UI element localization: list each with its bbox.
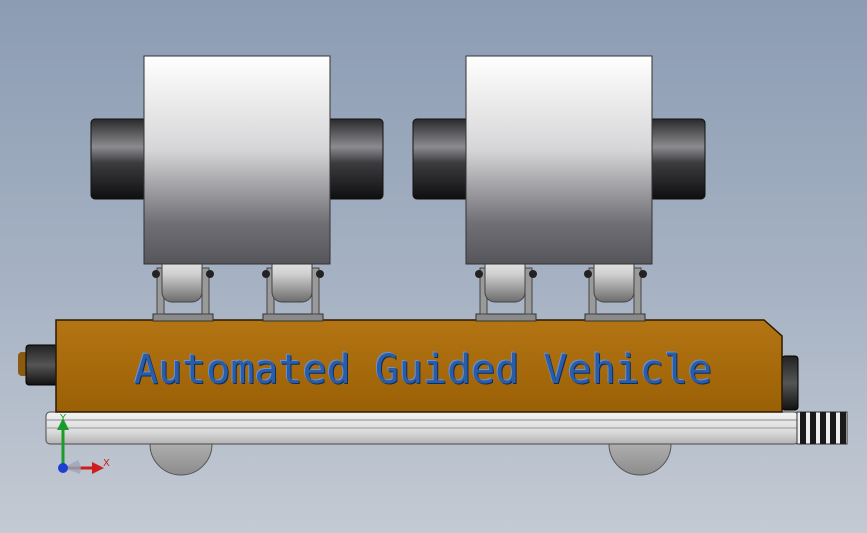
base-platform bbox=[45, 411, 799, 445]
vehicle-body bbox=[55, 319, 783, 413]
reel-drum-left bbox=[90, 55, 384, 265]
vehicle-label: Automated Guided Vehicle bbox=[134, 347, 712, 393]
axis-y-label: Y bbox=[60, 413, 67, 424]
front-bumper bbox=[796, 411, 848, 445]
rear-sensor bbox=[18, 344, 59, 386]
triad-icon bbox=[57, 418, 104, 474]
reel-drum-right bbox=[412, 55, 706, 265]
axis-x-label: X bbox=[103, 458, 110, 469]
